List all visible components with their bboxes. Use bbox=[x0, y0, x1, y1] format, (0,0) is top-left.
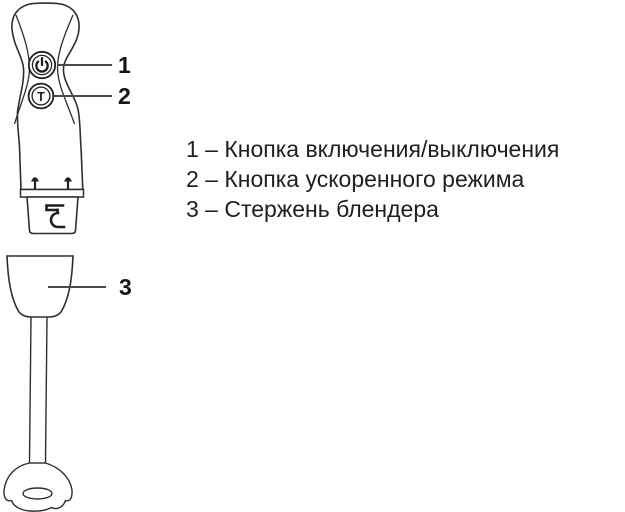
turbo-button-label: T bbox=[37, 90, 45, 104]
grip-seam-right bbox=[56, 14, 76, 125]
callout-turbo-button: 2 bbox=[118, 83, 131, 109]
drive-coupling bbox=[26, 196, 79, 235]
legend: 1 – Кнопка включения/выключения 2 – Кноп… bbox=[186, 134, 621, 224]
coupling-hook-icon bbox=[45, 204, 66, 229]
blending-bell bbox=[3, 462, 73, 512]
callout-power-button: 1 bbox=[118, 52, 131, 78]
motor-body: T bbox=[11, 2, 85, 235]
legend-item-power: 1 – Кнопка включения/выключения bbox=[186, 136, 560, 162]
legend-item-turbo: 2 – Кнопка ускоренного режима bbox=[186, 166, 525, 192]
release-clips bbox=[30, 177, 73, 190]
callout-blender-shaft: 3 bbox=[119, 274, 132, 300]
motor-rim bbox=[19, 188, 85, 198]
legend-item-shaft: 3 – Стержень блендера bbox=[186, 196, 439, 222]
turbo-button: T bbox=[27, 82, 55, 110]
power-icon bbox=[35, 57, 49, 73]
shaft-tube bbox=[28, 316, 48, 464]
leader-lines bbox=[48, 64, 112, 288]
shaft-cup bbox=[6, 255, 74, 318]
power-button bbox=[27, 50, 57, 80]
blender-shaft bbox=[3, 255, 74, 512]
bell-opening bbox=[22, 487, 53, 500]
